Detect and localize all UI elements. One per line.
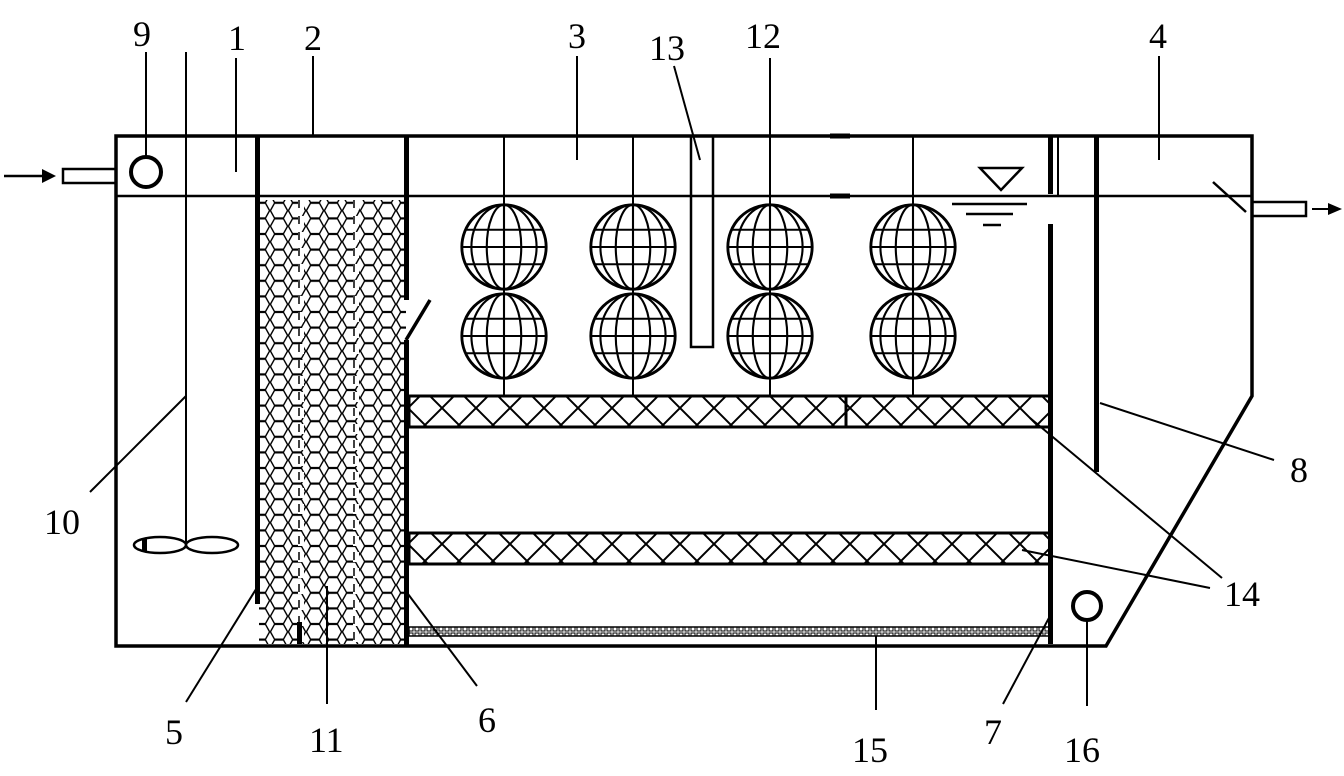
label-4: 4 [1149, 16, 1167, 56]
label-12: 12 [745, 16, 781, 56]
outlet-pipe [1250, 200, 1342, 218]
arrow-right-icon [1328, 203, 1342, 215]
label-11: 11 [309, 720, 344, 760]
water-level-triangle-icon [952, 166, 1027, 227]
label-13: 13 [649, 28, 685, 68]
cross-media-layers-14 [407, 394, 1052, 566]
suspended-ball-media-12 [460, 136, 957, 396]
partition-wall-5 [255, 136, 260, 604]
label-6: 6 [478, 700, 496, 740]
label-2: 2 [304, 18, 322, 58]
callout-labels: 9 1 2 3 13 12 4 10 5 11 6 15 7 16 8 14 [44, 14, 1308, 770]
hex-filter-media-11 [259, 200, 406, 644]
label-16: 16 [1064, 730, 1100, 770]
label-5: 5 [165, 712, 183, 752]
label-1: 1 [228, 18, 246, 58]
bottom-strip-15 [408, 626, 1051, 637]
inlet-pipe [4, 167, 118, 185]
partition-wall-6 [404, 136, 432, 646]
label-7: 7 [984, 712, 1002, 752]
label-15: 15 [852, 730, 888, 770]
label-9: 9 [133, 14, 151, 54]
partition-wall-7 [1048, 136, 1053, 644]
label-3: 3 [568, 16, 586, 56]
top-ticks [830, 133, 850, 199]
arrow-right-icon [42, 169, 56, 183]
label-14: 14 [1224, 574, 1260, 614]
baffles-8 [1057, 136, 1247, 472]
inlet-valve-9 [129, 155, 163, 189]
leader-lines [89, 52, 1275, 710]
drain-valve-16 [1071, 590, 1103, 622]
tank-outline [114, 134, 1254, 648]
stirrer-10 [132, 52, 240, 555]
aeration-pipe-13 [689, 136, 715, 349]
label-8: 8 [1290, 450, 1308, 490]
label-10: 10 [44, 502, 80, 542]
